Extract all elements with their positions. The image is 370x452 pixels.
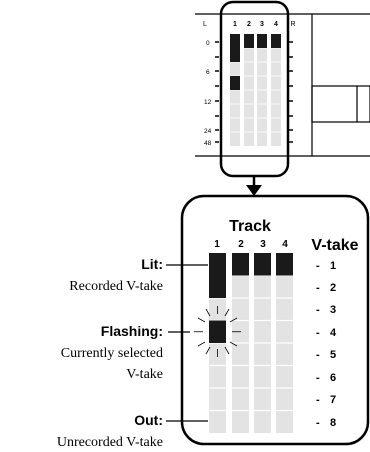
meter-track-2: 2 [247,21,251,28]
zoom-arrow [246,176,262,196]
right-scale-ticks [289,41,293,143]
meter-track-1: 1 [233,21,237,28]
vtake-number-3: 3 [330,304,336,316]
arrow-down-icon [246,185,262,196]
meter-track-3: 3 [260,21,264,28]
panel-side-display [311,85,370,123]
scale-label-6: 6 [206,69,210,76]
scale-label-12: 12 [204,99,212,106]
zoom-segment-track4-vtake1 [276,253,293,276]
flashing-description-line1: Currently selected [61,346,163,361]
zoom-track-4: 4 [282,239,288,250]
vtake-dash-5: - [316,349,320,361]
scale-label-24: 24 [204,128,212,135]
vtake-heading: V-take [311,237,358,254]
out-label: Out: [134,412,163,428]
zoom-panel-frame [180,194,370,446]
meter-segment-track1-vtake1 [230,34,240,62]
flash-burst-icon [194,306,241,357]
zoom-segment-track1-vtake1 [209,253,226,276]
flashing-label: Flashing: [101,323,163,339]
meter-track-4: 4 [274,21,278,28]
legend-flashing: Flashing: Currently selected V-take [61,323,190,382]
vtake-dash-2: - [316,282,320,294]
vtake-number-1: 1 [330,260,336,272]
zoom-track-2: 2 [238,239,244,250]
legend-out: Out: Unrecorded V-take [57,412,208,450]
vtake-number-6: 6 [330,372,336,384]
meter-segment-track4-vtake1 [271,34,281,48]
zoom-panel: Track 1 2 3 4 [180,194,370,446]
vtake-number-5: 5 [330,349,336,361]
vtake-number-list: - 1 - 2 - 3 - 4 - 5 - 6 - 7 - 8 [316,260,337,429]
zoom-track-3: 3 [260,239,266,250]
left-channel-label: L [203,21,207,28]
left-scale-ticks [215,41,219,143]
meter-columns [229,34,282,146]
zoom-segment-track1-vtake4-flashing [209,320,226,343]
vtake-dash-7: - [316,394,320,406]
out-description: Unrecorded V-take [57,435,163,450]
zoom-segment-track2-vtake1 [232,253,249,276]
vtake-dash-3: - [316,304,320,316]
zoom-track-1: 1 [214,239,220,250]
right-channel-label: R [290,21,295,28]
vtake-number-4: 4 [330,327,337,339]
vtake-dash-6: - [316,372,320,384]
meter-segment-track3-vtake1 [257,34,267,48]
track-heading: Track [229,218,271,235]
flashing-description-line2: V-take [126,367,163,382]
meter-segment-track1-vtake4 [230,76,240,90]
vtake-dash-8: - [316,417,320,429]
vtake-number-8: 8 [330,417,336,429]
zoom-segment-track1-vtake2 [209,275,226,298]
meter-segment-track2-vtake1 [244,34,254,48]
lit-label: Lit: [141,256,163,272]
meter-panel: L R 1 2 3 4 0 6 12 24 48 [195,0,370,178]
zoom-segment-track3-vtake1 [254,253,271,276]
vtake-number-7: 7 [330,394,336,406]
scale-label-0: 0 [206,40,210,47]
vtake-number-2: 2 [330,282,336,294]
lit-description: Recorded V-take [69,279,163,294]
scale-label-48: 48 [204,140,212,147]
legend-lit: Lit: Recorded V-take [69,256,208,294]
vtake-dash-1: - [316,260,320,272]
vtake-dash-4: - [316,327,320,339]
